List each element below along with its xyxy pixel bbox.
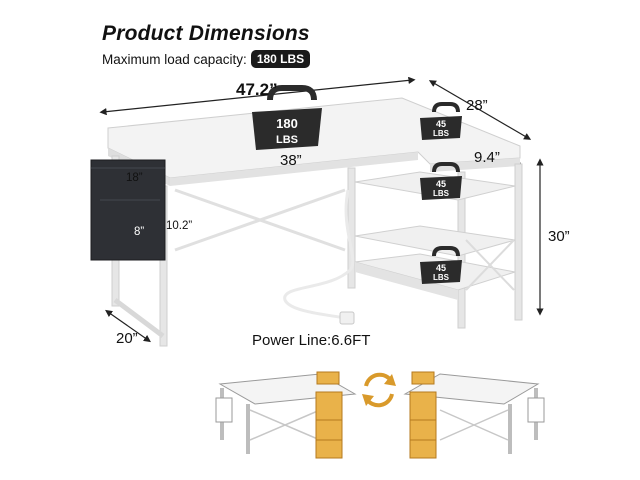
dim-bag-top: 18” — [126, 172, 143, 184]
dim-bag-height: 8” — [134, 226, 145, 238]
swap-arrows-icon — [362, 372, 396, 408]
load-capacity-row: Maximum load capacity: 180 LBS — [102, 50, 311, 68]
weight-shelf-top-value: 45 — [436, 119, 446, 129]
dim-depth-left: 20” — [116, 330, 138, 347]
power-line-label: Power Line:6.6FT — [252, 332, 371, 349]
weight-desk — [252, 85, 322, 150]
weight-shelf-middle — [420, 162, 462, 200]
config-left-illustration — [215, 371, 357, 459]
desk-top-edge-right — [430, 158, 520, 172]
page-title: Product Dimensions — [102, 22, 310, 45]
weight-shelf-middle-value: 45 — [436, 179, 446, 189]
weight-shelf-bottom — [420, 246, 462, 284]
width-arrow — [99, 76, 416, 116]
weight-desk-value: 180 — [276, 116, 298, 131]
depth-arrow — [428, 80, 532, 140]
dim-depth-right: 28” — [466, 97, 488, 114]
weight-shelf-top — [420, 102, 462, 140]
dim-bag-drop: 10.2” — [166, 220, 193, 232]
weight-shelf-bottom-unit: LBS — [433, 273, 450, 282]
load-capacity-badge: 180 LBS — [250, 50, 311, 68]
dim-total-width: 47.2” — [236, 80, 278, 99]
dim-inner-width: 38” — [280, 152, 302, 169]
power-plug — [339, 311, 355, 325]
desk-top-edge-front — [170, 152, 418, 186]
weight-shelf-top-unit: LBS — [433, 129, 450, 138]
dim-height: 30” — [548, 228, 570, 245]
config-right-illustration — [403, 371, 545, 459]
dim-shelf-width: 9.4” — [474, 149, 500, 166]
weight-shelf-middle-unit: LBS — [433, 189, 450, 198]
storage-bag — [90, 159, 166, 261]
weight-shelf-bottom-value: 45 — [436, 263, 446, 273]
weight-desk-unit: LBS — [276, 134, 298, 146]
load-capacity-label: Maximum load capacity: — [102, 51, 247, 67]
left-depth-arrow — [105, 309, 151, 343]
